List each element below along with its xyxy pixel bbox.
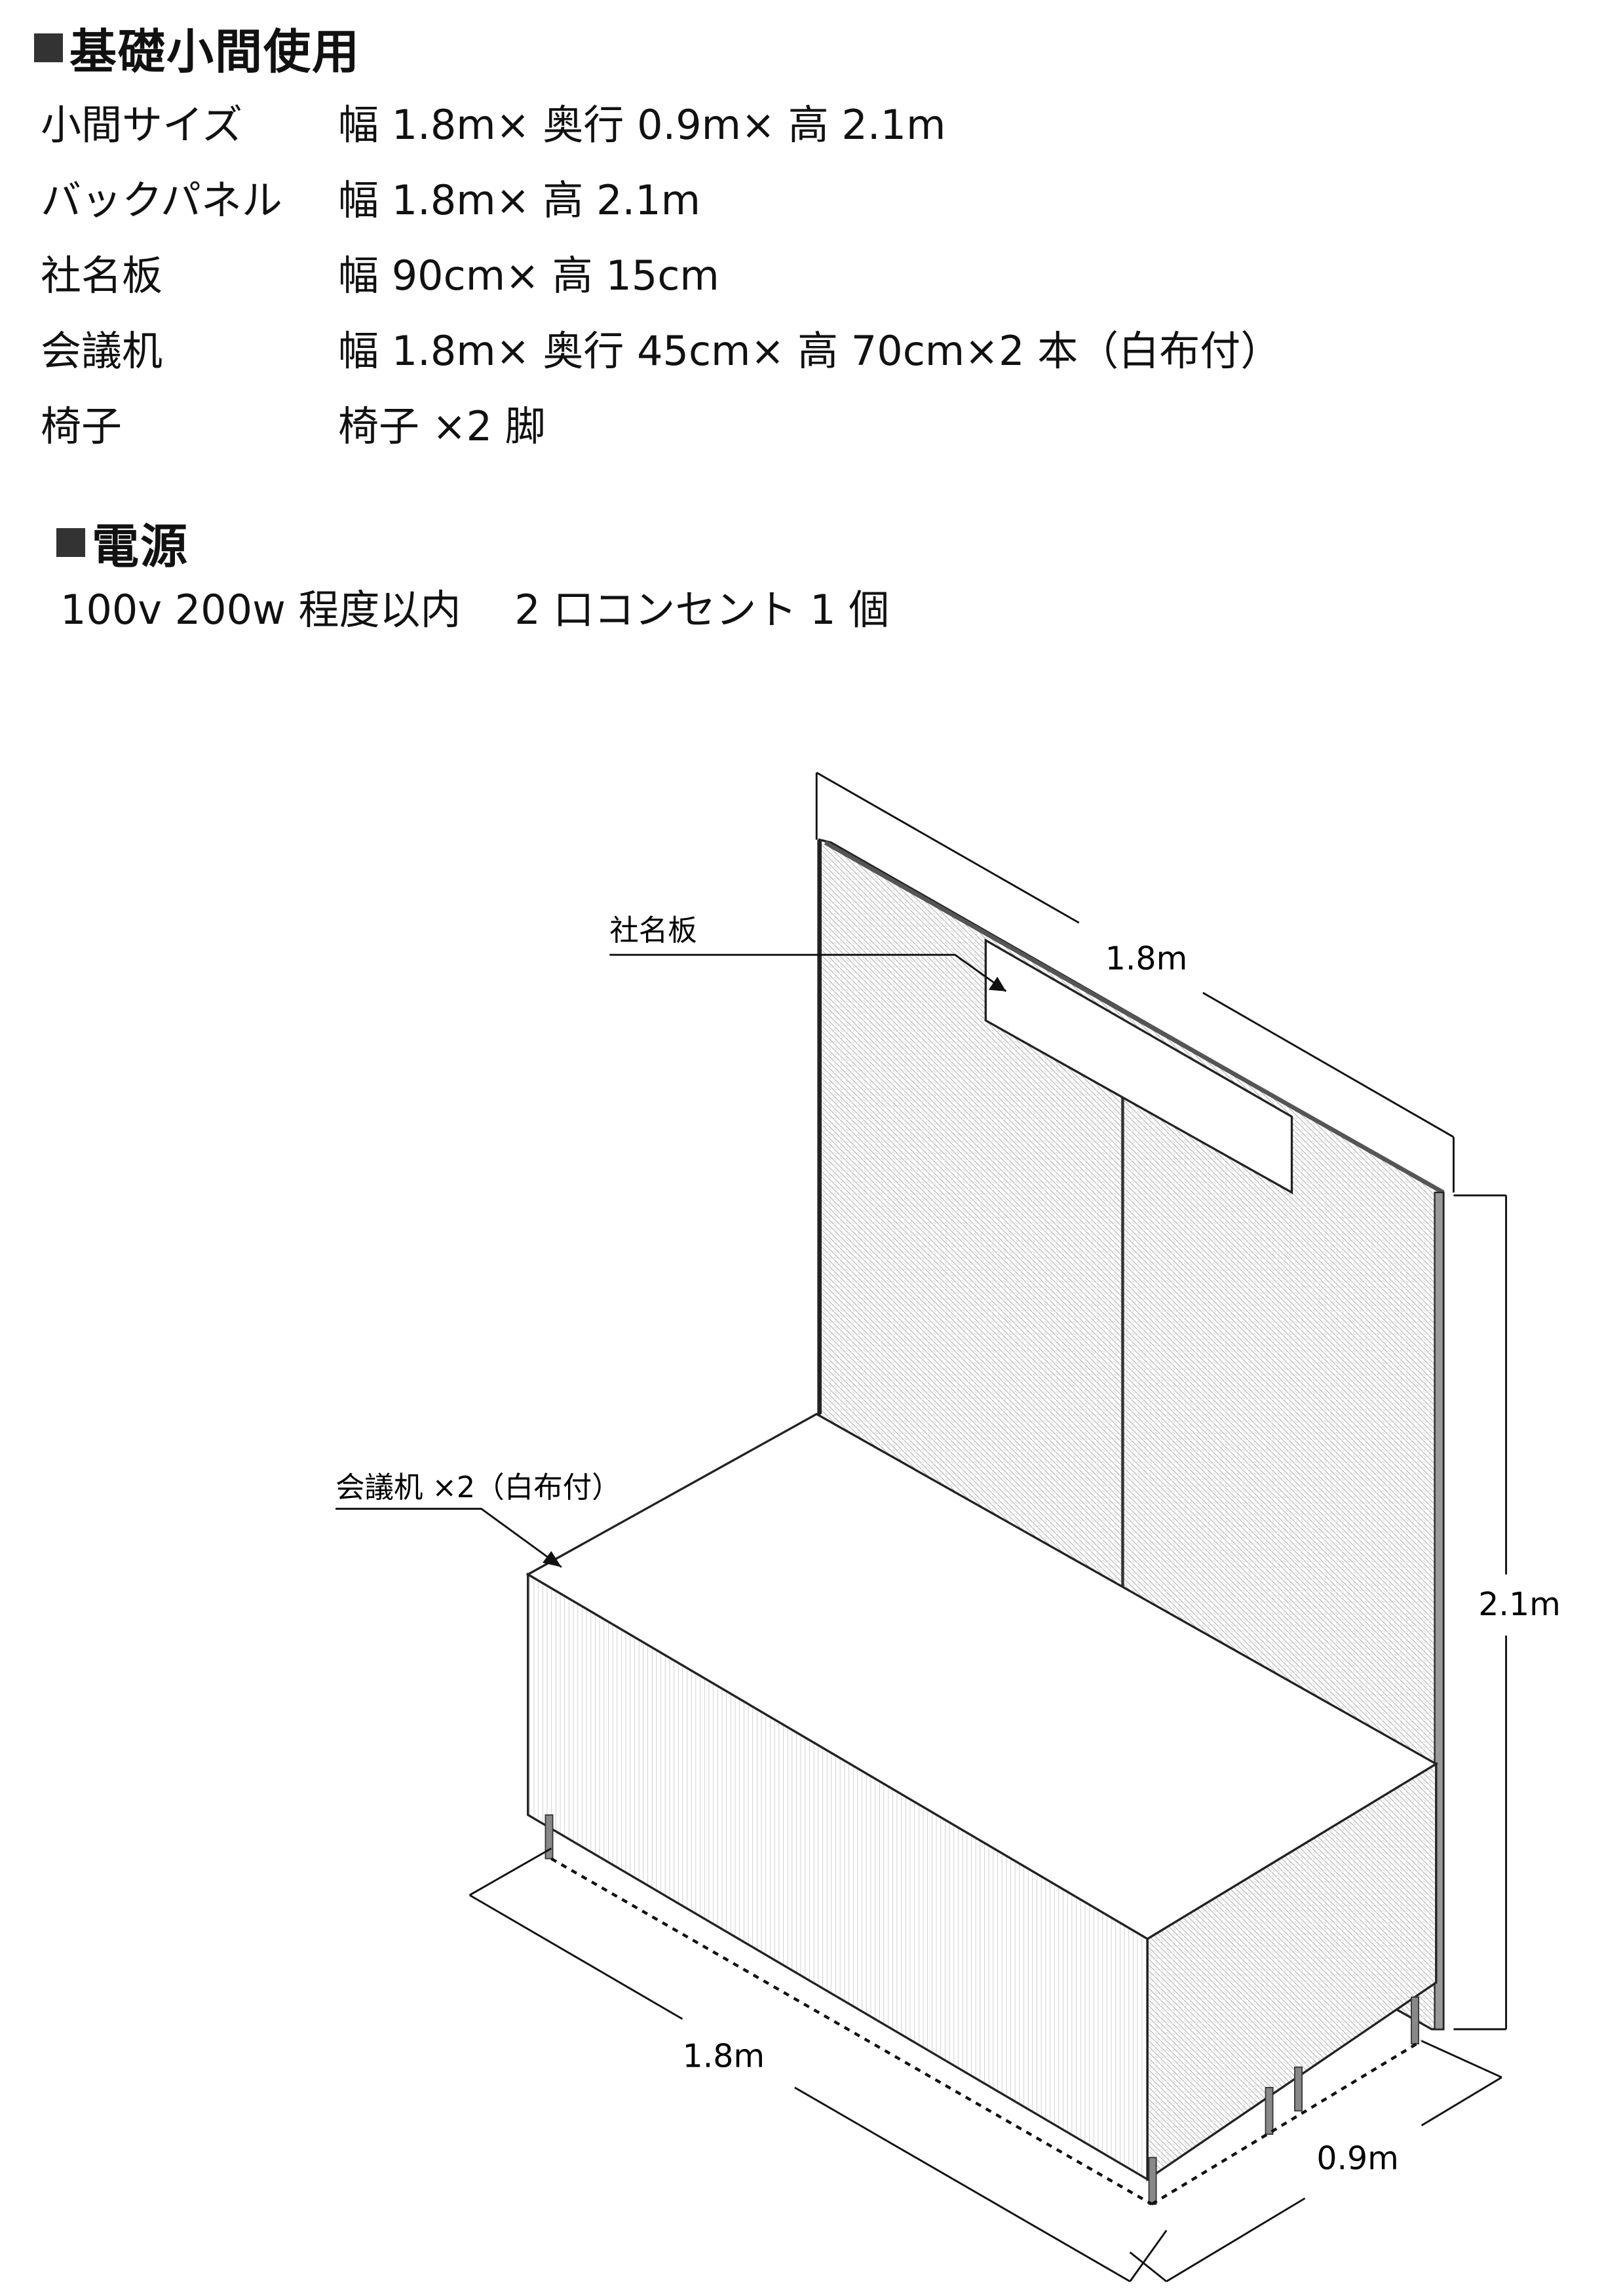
spec-value: 幅 1.8m× 奥行 0.9m× 高 2.1m	[338, 101, 946, 149]
spec-label: 会議机	[41, 327, 163, 375]
panel-width-label: 1.8m	[1105, 940, 1188, 977]
desk	[525, 1413, 1439, 2205]
spec-row: 小間サイズ 幅 1.8m× 奥行 0.9m× 高 2.1m	[41, 92, 945, 151]
spec-label: 社名板	[41, 252, 163, 299]
square-bullet-icon	[56, 527, 85, 557]
spec-value: 椅子 ×2 脚	[338, 402, 546, 450]
spec-value: 幅 1.8m× 奥行 45cm× 高 70cm×2 本（白布付）	[338, 327, 1282, 375]
desk-legs	[544, 1814, 1419, 2205]
panel-height-label: 2.1m	[1478, 1586, 1561, 1623]
spec-row: 社名板 幅 90cm× 高 15cm	[41, 242, 719, 301]
square-bullet-icon	[34, 33, 63, 62]
spec-title: 基礎小間使用	[69, 24, 361, 79]
name-board	[984, 938, 1293, 1195]
spec-row: 椅子 椅子 ×2 脚	[41, 393, 546, 452]
nameboard-label: 社名板	[609, 914, 697, 947]
power-text: 100v 200w 程度以内 2 口コンセント 1 個	[60, 586, 890, 634]
spec-label: バックパネル	[41, 176, 282, 224]
floor-depth-label: 0.9m	[1316, 2139, 1398, 2177]
spec-heading: 基礎小間使用	[34, 13, 360, 82]
power-heading: 電源	[56, 508, 189, 577]
spec-row: 会議机 幅 1.8m× 奥行 45cm× 高 70cm×2 本（白布付）	[41, 318, 1281, 377]
spec-label: 椅子	[41, 402, 123, 450]
leader-arrow-icon	[988, 976, 1006, 991]
spec-label: 小間サイズ	[41, 101, 243, 149]
spec-value: 幅 1.8m× 高 2.1m	[338, 176, 701, 224]
floor-width-label: 1.8m	[683, 2038, 765, 2075]
power-title: 電源	[92, 519, 189, 574]
leader-arrow-icon	[542, 1551, 562, 1567]
spec-value: 幅 90cm× 高 15cm	[338, 252, 719, 299]
spec-row: バックパネル 幅 1.8m× 高 2.1m	[41, 167, 700, 226]
desk-label: 会議机 ×2（白布付）	[335, 1471, 621, 1504]
dimension-lines	[335, 771, 1508, 2283]
